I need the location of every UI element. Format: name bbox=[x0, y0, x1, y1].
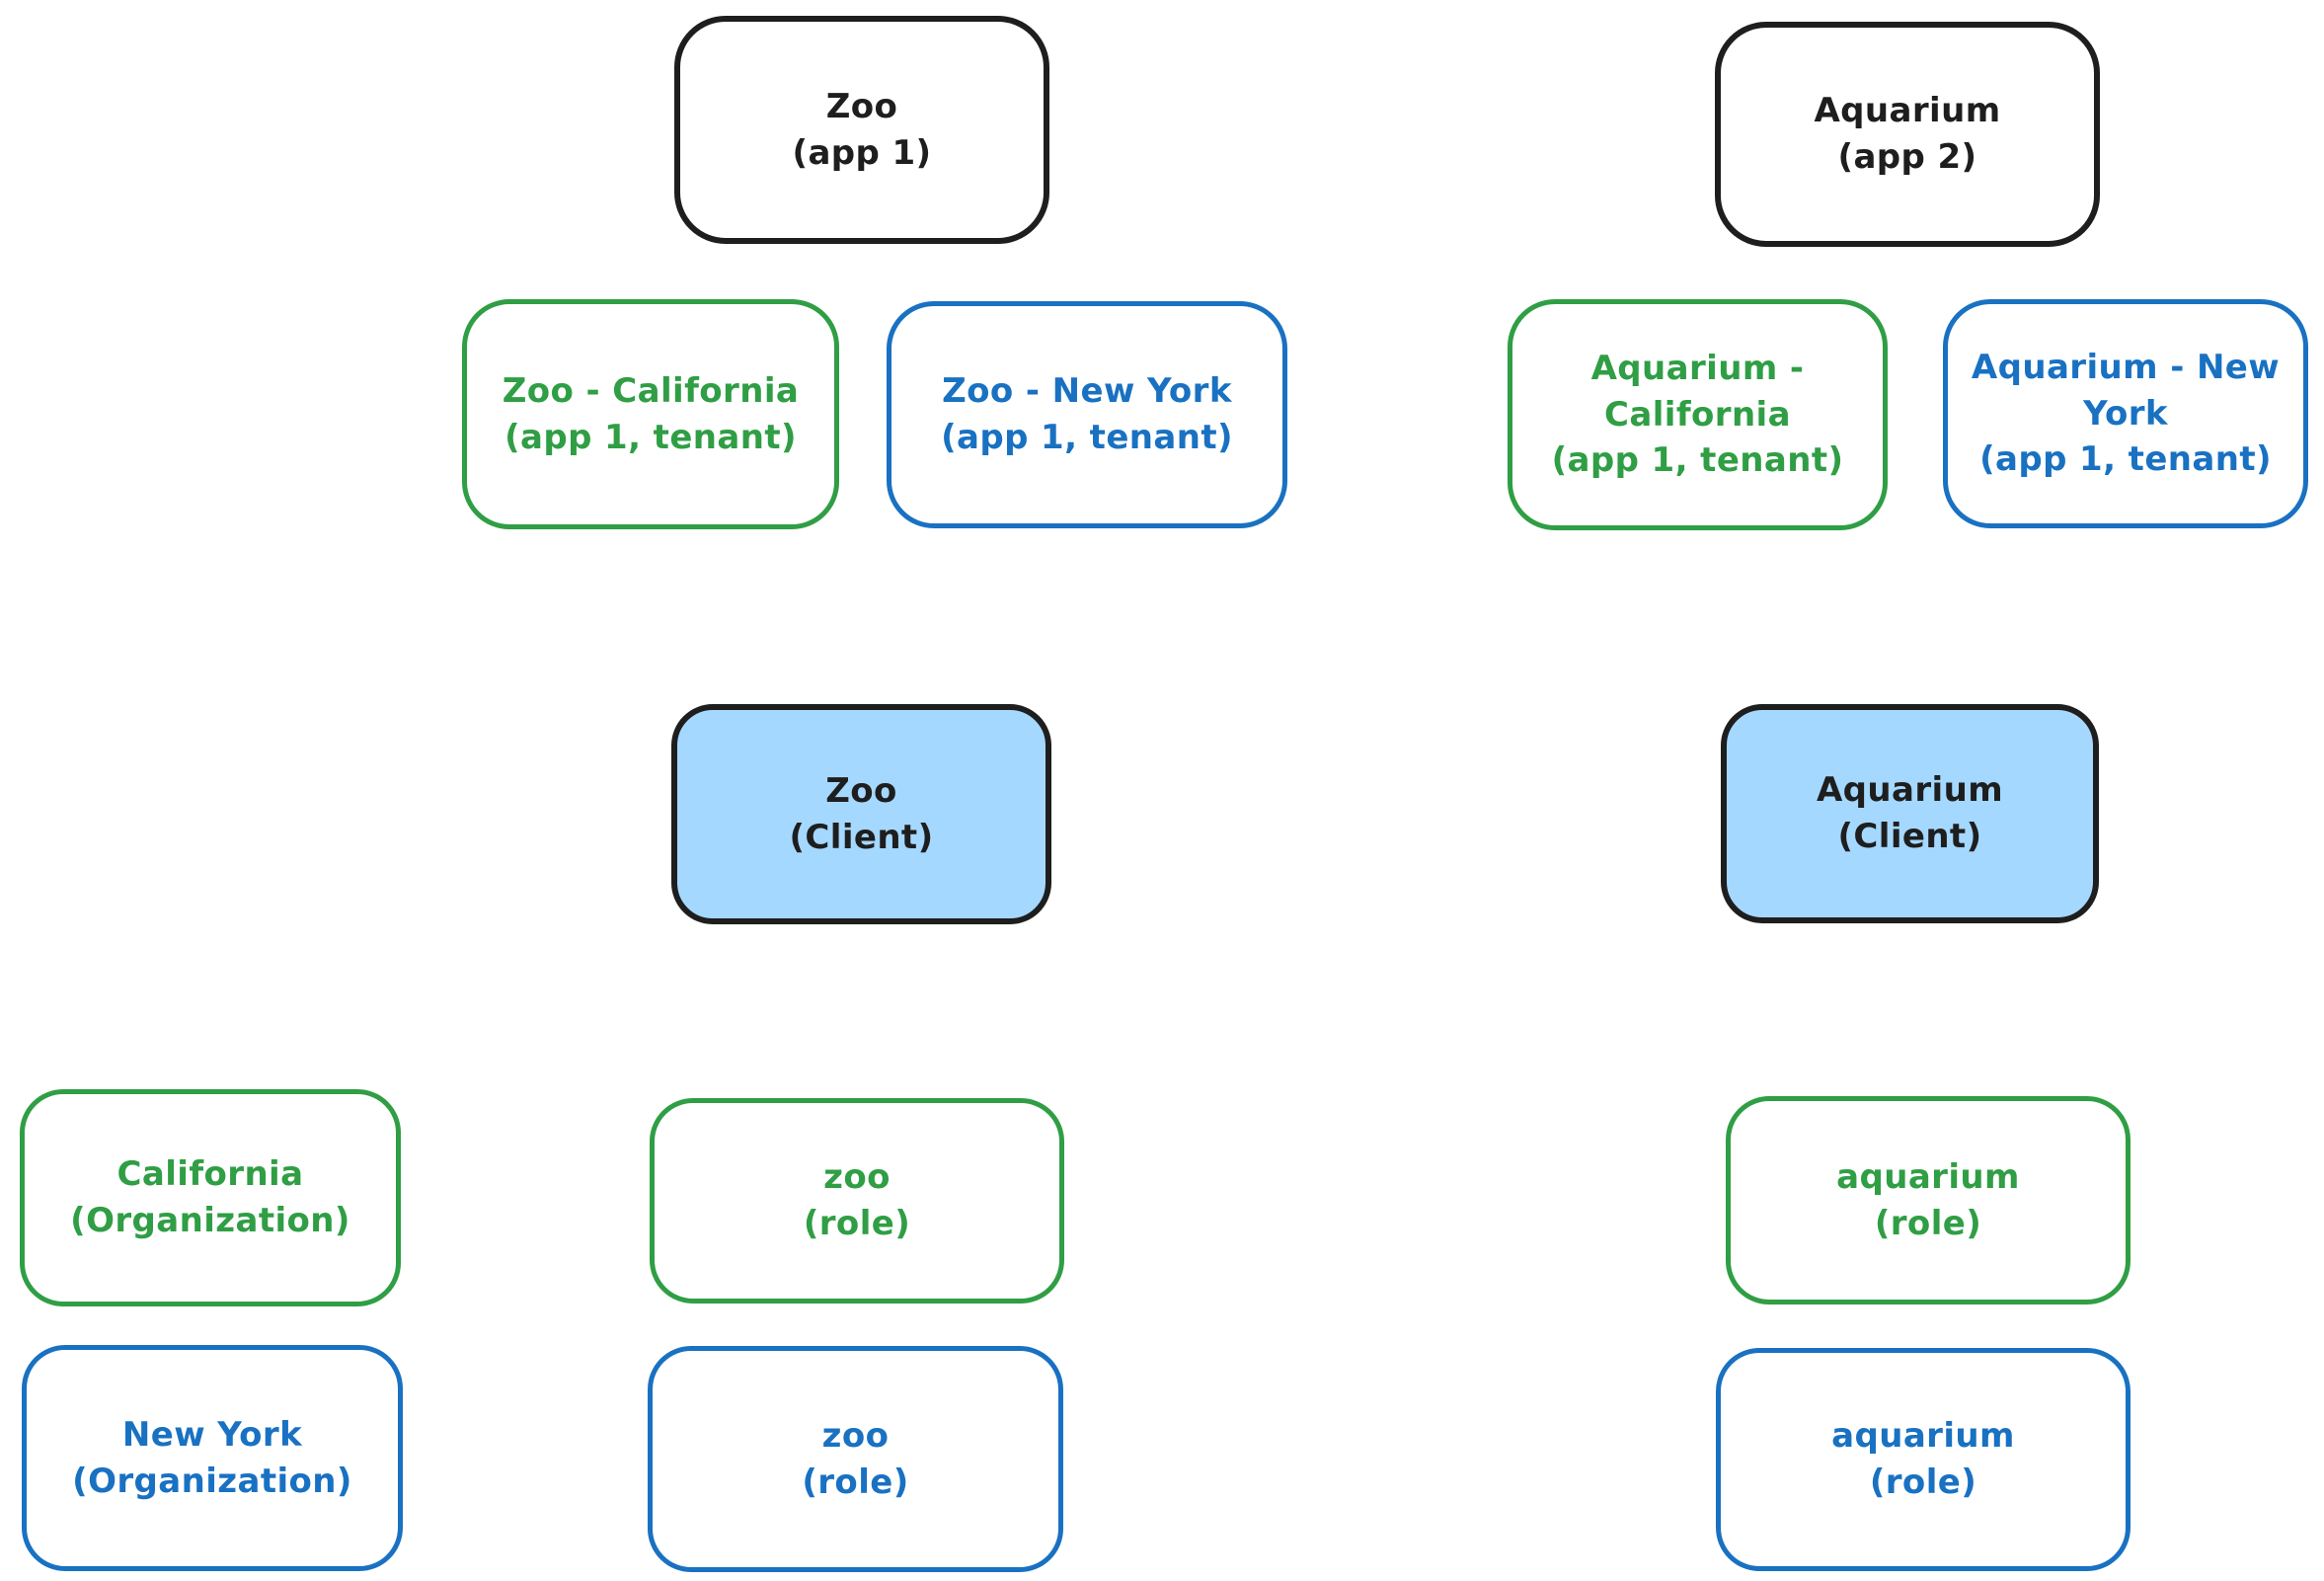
node-label: Aquarium bbox=[1816, 770, 2004, 811]
node-aquarium-role-green: aquarium (role) bbox=[1726, 1096, 2130, 1304]
node-label: zoo bbox=[823, 1157, 891, 1198]
node-new-york-organization: New York (Organization) bbox=[22, 1345, 403, 1571]
node-aquarium-client: Aquarium (Client) bbox=[1721, 704, 2099, 923]
node-sublabel: (app 1, tenant) bbox=[1979, 439, 2272, 480]
node-sublabel: (app 1) bbox=[792, 132, 932, 173]
node-sublabel: (role) bbox=[802, 1462, 909, 1502]
node-label: California bbox=[116, 1154, 304, 1195]
node-aquarium-app-2: Aquarium (app 2) bbox=[1715, 22, 2100, 247]
node-label: Zoo - California bbox=[502, 370, 800, 411]
node-sublabel: (app 1, tenant) bbox=[941, 418, 1233, 457]
node-sublabel: (app 1, tenant) bbox=[504, 417, 797, 457]
node-label: aquarium bbox=[1836, 1156, 2020, 1197]
node-zoo-client: Zoo (Client) bbox=[671, 704, 1051, 924]
node-label: New York bbox=[121, 1414, 303, 1455]
node-aquarium-california-tenant: Aquarium - California (app 1, tenant) bbox=[1508, 299, 1888, 530]
node-sublabel: (role) bbox=[1869, 1462, 1977, 1502]
node-zoo-new-york-tenant: Zoo - New York (app 1, tenant) bbox=[887, 301, 1287, 528]
node-label: California bbox=[1604, 394, 1791, 435]
node-label: Zoo bbox=[825, 86, 898, 126]
node-aquarium-new-york-tenant: Aquarium - New York (app 1, tenant) bbox=[1943, 299, 2308, 528]
node-zoo-app-1: Zoo (app 1) bbox=[674, 16, 1049, 244]
node-sublabel: (role) bbox=[803, 1204, 911, 1243]
node-label: Zoo - New York bbox=[942, 371, 1232, 412]
node-label: Aquarium - New bbox=[1971, 347, 2281, 387]
node-zoo-role-blue: zoo (role) bbox=[648, 1346, 1063, 1572]
node-aquarium-role-blue: aquarium (role) bbox=[1716, 1348, 2130, 1571]
node-sublabel: (Organization) bbox=[70, 1201, 350, 1240]
node-sublabel: (Organization) bbox=[72, 1461, 352, 1501]
node-sublabel: (Client) bbox=[1837, 817, 1982, 856]
node-label: York bbox=[2083, 393, 2168, 434]
node-sublabel: (Client) bbox=[789, 817, 934, 857]
node-label: Aquarium - bbox=[1590, 348, 1805, 388]
node-zoo-role-green: zoo (role) bbox=[650, 1098, 1064, 1304]
node-label: Zoo bbox=[825, 770, 897, 811]
node-label: zoo bbox=[821, 1415, 890, 1456]
node-zoo-california-tenant: Zoo - California (app 1, tenant) bbox=[462, 299, 839, 529]
node-sublabel: (app 1, tenant) bbox=[1551, 440, 1844, 481]
node-label: Aquarium bbox=[1814, 91, 2001, 131]
node-sublabel: (app 2) bbox=[1837, 137, 1977, 177]
node-sublabel: (role) bbox=[1874, 1203, 1982, 1243]
node-california-organization: California (Organization) bbox=[20, 1089, 401, 1306]
node-label: aquarium bbox=[1831, 1416, 2015, 1457]
